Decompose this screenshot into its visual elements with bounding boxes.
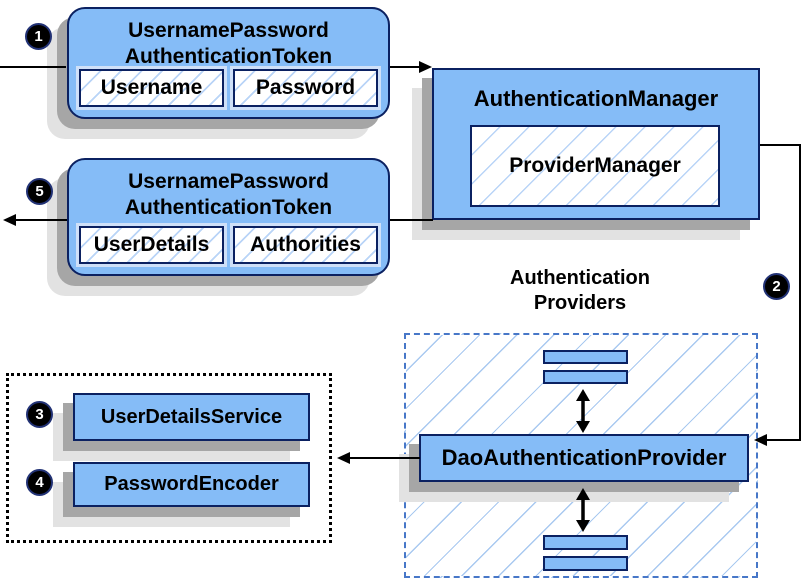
- dao-authentication-provider-box: DaoAuthenticationProvider: [419, 434, 749, 482]
- token-title-line-2: AuthenticationToken: [124, 45, 333, 68]
- authentication-manager-box: AuthenticationManager ProviderManager: [432, 68, 760, 220]
- arrowhead-right-icon: [419, 61, 432, 73]
- username-field-box: Username: [79, 69, 224, 107]
- token-result-title: UsernamePassword AuthenticationToken: [125, 169, 332, 221]
- password-field-box: Password: [233, 69, 378, 107]
- authentication-providers-heading: Authentication Providers: [440, 266, 720, 316]
- step-2-badge: 2: [763, 273, 790, 300]
- heading-line-2: Providers: [533, 292, 627, 314]
- arrowhead-left-icon: [3, 214, 16, 226]
- authorities-field-box: Authorities: [233, 226, 378, 264]
- token-result-fields: UserDetails Authorities: [79, 226, 378, 264]
- step-4-badge: 4: [26, 469, 53, 496]
- provider-stack-bar: [543, 350, 628, 364]
- token-title-line-1: UsernamePassword: [128, 19, 329, 42]
- provider-manager-label: ProviderManager: [509, 154, 681, 177]
- token-request-title: UsernamePassword AuthenticationToken: [125, 18, 332, 70]
- user-details-service-label: UserDetailsService: [100, 405, 283, 428]
- dao-authentication-provider-label: DaoAuthenticationProvider: [441, 445, 727, 470]
- step-5-badge: 5: [26, 178, 53, 205]
- authentication-manager-label: AuthenticationManager: [473, 86, 719, 111]
- username-password-token-result-box: UsernamePassword AuthenticationToken Use…: [67, 158, 390, 276]
- heading-line-1: Authentication: [510, 267, 650, 289]
- collaborators-container: [6, 373, 332, 543]
- provider-stack-bar: [543, 370, 628, 384]
- password-encoder-label: PasswordEncoder: [104, 473, 279, 495]
- provider-stack-bar: [543, 535, 628, 550]
- token-request-fields: Username Password: [79, 69, 378, 107]
- user-details-field-box: UserDetails: [79, 226, 224, 264]
- arrowhead-left-icon: [337, 452, 350, 464]
- step-3-badge: 3: [26, 401, 53, 428]
- provider-manager-box: ProviderManager: [470, 125, 720, 207]
- user-details-service-box: UserDetailsService: [73, 393, 310, 441]
- provider-stack-bar: [543, 556, 628, 571]
- password-encoder-box: PasswordEncoder: [73, 462, 310, 507]
- username-password-token-request-box: UsernamePassword AuthenticationToken Use…: [67, 7, 390, 119]
- step-1-badge: 1: [25, 23, 52, 50]
- token-title-line-1: UsernamePassword: [128, 170, 329, 193]
- token-title-line-2: AuthenticationToken: [124, 196, 333, 219]
